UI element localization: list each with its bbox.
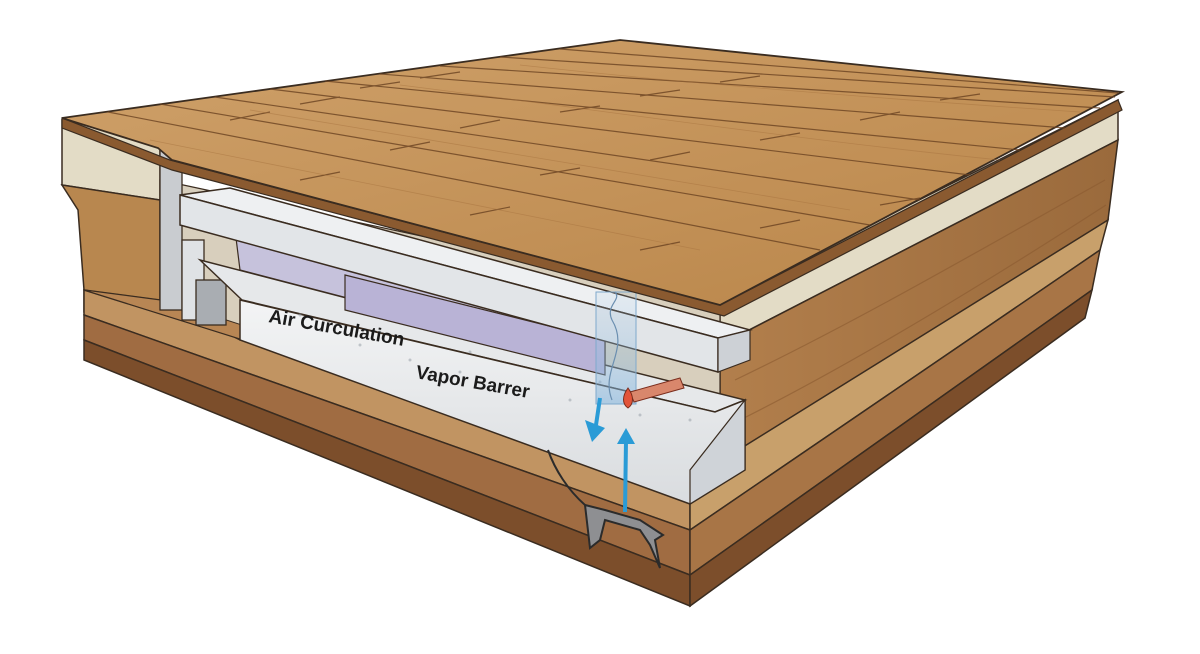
bracket-wire [547,449,586,506]
vent-pipe-vertical [159,149,183,311]
downward-airflow-arrow-icon [585,397,605,442]
airflow-arrows [585,397,635,513]
vent-pipe-outlet [195,279,227,326]
right-band-lower [689,288,1094,608]
deck-top-face [61,39,1126,306]
plume-column [595,291,637,405]
heat-elements [623,377,685,409]
front-base-layers [83,288,691,608]
plume-wisp [608,291,619,401]
plank-seams [107,48,1119,251]
left-wood-layer [60,184,161,301]
moisture-plume-icon [595,291,637,405]
bracket-body [583,503,665,569]
upward-airflow-arrow-icon [617,428,635,513]
heat-drop-icon [623,387,633,409]
vent-bracket-icon [547,449,665,569]
lower-slab-side-face [689,398,746,506]
right-wood-grain [734,179,1107,421]
joist-end-face [717,329,751,373]
wood-floor-deck [61,39,1126,317]
vent-pipe [159,149,227,326]
